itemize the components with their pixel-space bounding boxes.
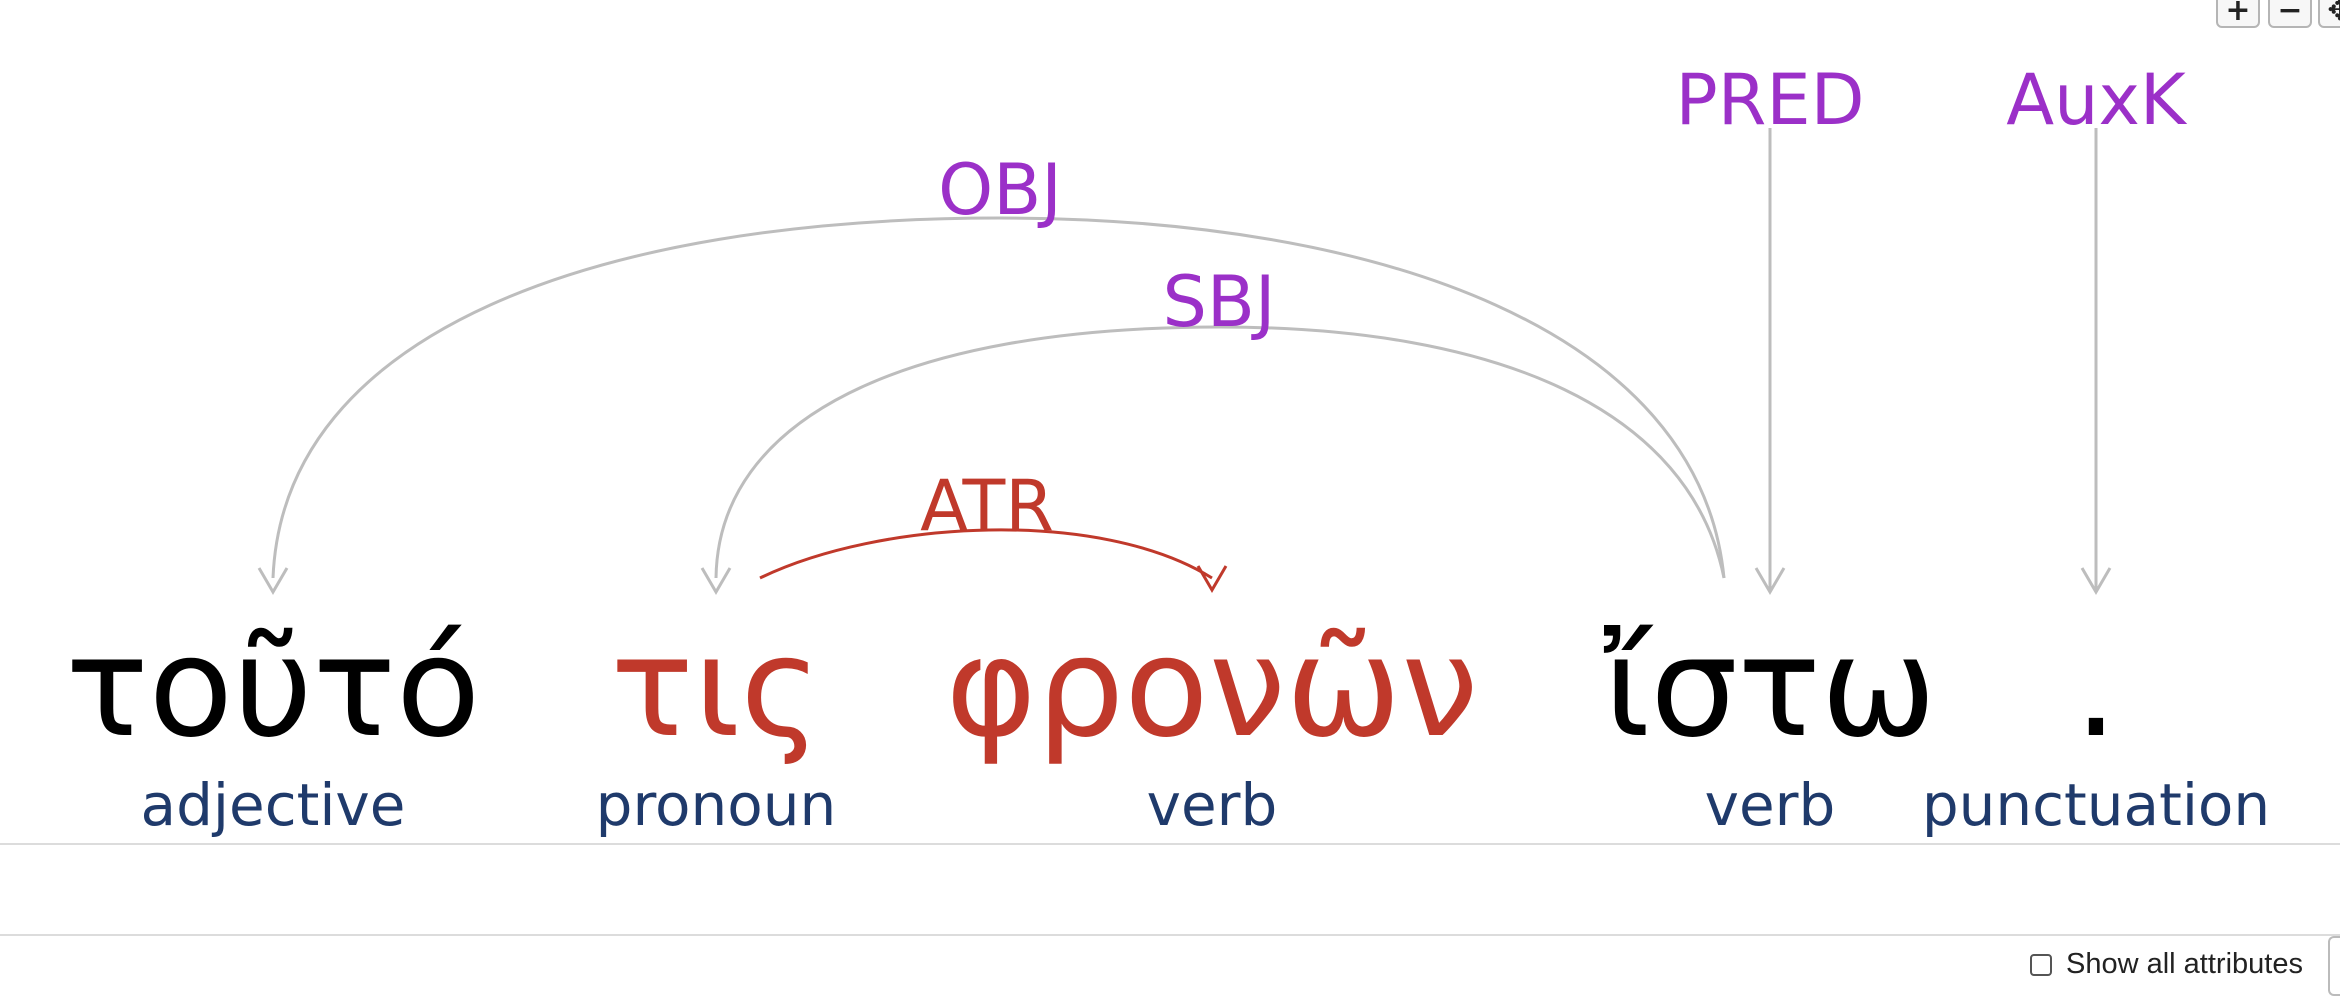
relation-label-sbj[interactable]: SBJ (1162, 261, 1275, 343)
token-word-4[interactable]: . (2074, 607, 2118, 768)
token-pos-3: verb (1705, 771, 1836, 839)
token-pos-4: punctuation (1922, 771, 2270, 839)
dependency-tree: OBJ SBJ ATR PRED AuxK τοῦτό τις φρονῶν ἴ… (66, 59, 2271, 839)
token-word-1[interactable]: τις (611, 607, 822, 768)
show-all-attributes-label: Show all attributes (2066, 948, 2303, 980)
token-pos-0: adjective (141, 771, 406, 839)
relation-label-obj[interactable]: OBJ (938, 149, 1062, 231)
arc-atr[interactable] (759, 528, 1213, 580)
token-pos-1: pronoun (596, 771, 837, 839)
root-arrow-auxk-head (2080, 567, 2112, 595)
arc-obj[interactable] (271, 216, 1726, 579)
zoom-out-button[interactable]: − (2268, 0, 2312, 28)
arc-atr-arrowhead (1196, 565, 1228, 593)
zoom-in-button[interactable]: + (2216, 0, 2260, 28)
relation-label-atr[interactable]: ATR (920, 465, 1054, 547)
token-word-2[interactable]: φρονῶν (946, 607, 1479, 768)
token-word-0[interactable]: τοῦτό (66, 607, 481, 768)
pan-icon[interactable]: ✥ (2318, 0, 2340, 28)
token-word-3[interactable]: ἴστω (1604, 607, 1937, 768)
tree-panel-divider (0, 843, 2340, 845)
root-arrow-pred-head (1754, 567, 1786, 595)
arc-sbj-arrowhead (700, 567, 732, 595)
show-all-attributes-option[interactable]: Show all attributes (2030, 948, 2303, 981)
arc-obj-arrowhead (257, 567, 289, 595)
show-all-attributes-checkbox[interactable] (2030, 953, 2052, 976)
footer-divider (0, 934, 2340, 936)
token-pos-2: verb (1147, 771, 1278, 839)
side-panel-tab[interactable] (2328, 936, 2340, 996)
relation-label-pred[interactable]: PRED (1676, 59, 1865, 141)
relation-label-auxk[interactable]: AuxK (2006, 59, 2188, 141)
arc-sbj[interactable] (714, 325, 1726, 579)
